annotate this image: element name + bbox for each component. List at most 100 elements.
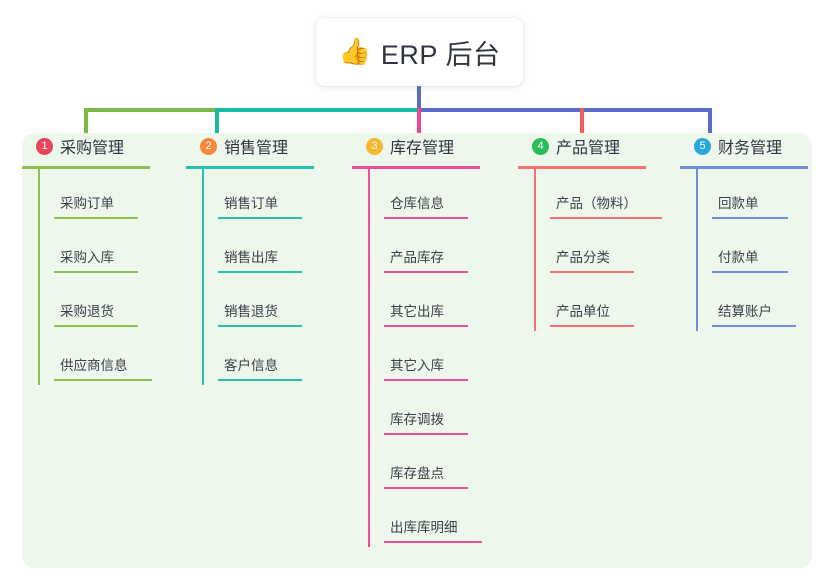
list-item-rule [550, 325, 634, 327]
branch-rule-2 [186, 166, 314, 169]
list-item[interactable]: 库存盘点 [368, 439, 480, 493]
list-item[interactable]: 采购入库 [38, 223, 150, 277]
connector-drop-4 [580, 108, 584, 138]
branch-rule-1 [22, 166, 150, 169]
connector-bar-teal [215, 108, 419, 112]
list-item-rule [218, 271, 302, 273]
list-item[interactable]: 出库库明细 [368, 493, 482, 547]
list-item-label: 产品单位 [556, 304, 610, 319]
list-item-rule [218, 217, 302, 219]
list-item-rule [384, 433, 468, 435]
list-item[interactable]: 其它出库 [368, 277, 480, 331]
branch-header-5[interactable]: 5 财务管理 [680, 133, 808, 159]
branch-badge-5: 5 [694, 137, 711, 155]
list-item[interactable]: 客户信息 [202, 331, 314, 385]
list-item-label: 产品库存 [390, 250, 444, 265]
list-item-rule [218, 325, 302, 327]
list-item-label: 产品分类 [556, 250, 610, 265]
branch-badge-2: 2 [200, 137, 217, 155]
list-item-rule [550, 217, 662, 219]
list-item-label: 销售出库 [224, 250, 278, 265]
list-item[interactable]: 付款单 [696, 223, 808, 277]
list-item-label: 采购退货 [60, 304, 114, 319]
list-item[interactable]: 供应商信息 [38, 331, 152, 385]
branch-title-3: 库存管理 [390, 140, 455, 157]
branch-items-3: 仓库信息产品库存其它出库其它入库库存调拨库存盘点出库库明细 [352, 169, 482, 547]
list-item-rule [384, 379, 468, 381]
list-item-label: 销售退货 [224, 304, 278, 319]
list-item[interactable]: 销售订单 [202, 169, 314, 223]
list-item[interactable]: 采购退货 [38, 277, 150, 331]
mindmap-panel: 1 采购管理采购订单采购入库采购退货供应商信息 2 销售管理销售订单销售出库销售退货客… [22, 133, 812, 568]
branch-badge-4: 4 [532, 137, 549, 155]
list-item[interactable]: 产品（物料） [534, 169, 662, 223]
list-item-rule [712, 217, 788, 219]
branch-trunk-5 [696, 169, 698, 331]
list-item-rule [218, 379, 302, 381]
list-item-rule [384, 325, 468, 327]
branch-trunk-2 [202, 169, 204, 385]
list-item[interactable]: 产品单位 [534, 277, 646, 331]
list-item[interactable]: 销售退货 [202, 277, 314, 331]
list-item-rule [712, 271, 788, 273]
list-item[interactable]: 销售出库 [202, 223, 314, 277]
list-item-label: 回款单 [718, 196, 759, 211]
list-item-rule [54, 217, 138, 219]
branch-trunk-1 [38, 169, 40, 385]
list-item-label: 库存调拨 [390, 412, 444, 427]
list-item-rule [54, 271, 138, 273]
branch-items-1: 采购订单采购入库采购退货供应商信息 [22, 169, 152, 385]
branch-title-2: 销售管理 [224, 140, 289, 157]
branch-items-2: 销售订单销售出库销售退货客户信息 [186, 169, 314, 385]
list-item-rule [384, 271, 468, 273]
root-title-card[interactable]: 👍 ERP 后台 [316, 18, 523, 86]
connector-bar-blue [417, 108, 712, 112]
connector-drop-1 [84, 108, 88, 138]
branch-trunk-3 [368, 169, 370, 547]
branch-column-5: 5 财务管理回款单付款单结算账户 [680, 133, 808, 331]
list-item-label: 出库库明细 [390, 520, 458, 535]
list-item-label: 采购入库 [60, 250, 114, 265]
branch-column-2: 2 销售管理销售订单销售出库销售退货客户信息 [186, 133, 314, 385]
list-item[interactable]: 产品分类 [534, 223, 646, 277]
list-item-label: 产品（物料） [556, 196, 637, 211]
branch-column-1: 1 采购管理采购订单采购入库采购退货供应商信息 [22, 133, 152, 385]
list-item-label: 采购订单 [60, 196, 114, 211]
branch-title-5: 财务管理 [718, 140, 783, 157]
list-item-rule [384, 487, 468, 489]
list-item-label: 付款单 [718, 250, 759, 265]
thumbs-up-icon: 👍 [338, 37, 371, 67]
branch-header-2[interactable]: 2 销售管理 [186, 133, 314, 159]
list-item[interactable]: 产品库存 [368, 223, 480, 277]
list-item-label: 供应商信息 [60, 358, 128, 373]
list-item[interactable]: 其它入库 [368, 331, 480, 385]
branch-header-1[interactable]: 1 采购管理 [22, 133, 150, 159]
list-item-label: 库存盘点 [390, 466, 444, 481]
branch-rule-4 [518, 166, 646, 169]
list-item[interactable]: 结算账户 [696, 277, 808, 331]
list-item[interactable]: 仓库信息 [368, 169, 480, 223]
branch-rule-3 [352, 166, 480, 169]
connector-bar-green [84, 108, 218, 112]
branch-badge-1: 1 [36, 137, 53, 155]
list-item-label: 客户信息 [224, 358, 278, 373]
list-item[interactable]: 回款单 [696, 169, 808, 223]
branch-title-1: 采购管理 [60, 140, 125, 157]
list-item[interactable]: 采购订单 [38, 169, 150, 223]
page-title: ERP 后台 [380, 39, 501, 70]
list-item[interactable]: 库存调拨 [368, 385, 480, 439]
list-item-label: 其它入库 [390, 358, 444, 373]
connector-drop-5 [708, 108, 712, 138]
list-item-rule [54, 325, 138, 327]
branch-trunk-4 [534, 169, 536, 331]
list-item-label: 仓库信息 [390, 196, 444, 211]
connector-drop-3 [417, 108, 421, 138]
list-item-label: 销售订单 [224, 196, 278, 211]
branch-items-5: 回款单付款单结算账户 [680, 169, 808, 331]
list-item-rule [550, 271, 634, 273]
